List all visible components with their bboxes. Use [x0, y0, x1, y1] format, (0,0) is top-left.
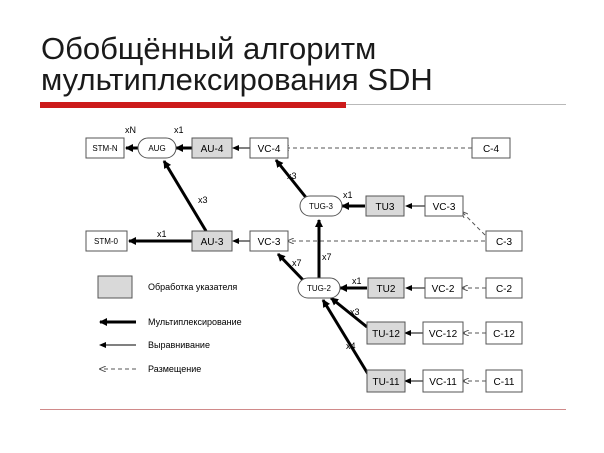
node-vc3-top-label: VC-3 [433, 202, 456, 213]
node-vc3-mid-box [249, 230, 289, 252]
multiplex-arrow-tug2-vc3 [276, 252, 306, 283]
title-accent-bar [40, 102, 346, 108]
node-au4-box [191, 137, 233, 159]
node-c4-label: C-4 [483, 144, 500, 155]
node-vc3-top-box [424, 195, 464, 217]
mult-tu3-tug3: x1 [343, 190, 353, 200]
multiplex-arrow-tu11-tug2 [321, 299, 370, 375]
node-vc11-box [422, 369, 464, 393]
mult-tu12-tug2: x3 [350, 307, 360, 317]
node-tu12-box [366, 321, 406, 345]
node-tug3-box [299, 195, 343, 217]
multiplex-arrow-tu12-tug2 [330, 296, 368, 329]
node-vc4-label: VC-4 [258, 144, 281, 155]
node-stm0-label: STM-0 [94, 237, 119, 246]
node-stm0-box [85, 230, 128, 252]
legend-multiplexing-label: Мультиплексирование [148, 317, 242, 327]
legend: Обработка указателя Мультиплексирование … [97, 275, 242, 374]
multiplier-labels: xN x1 x3 x3 x1 x1 x7 x7 x1 x3 x4 [125, 125, 362, 351]
node-tug3-label: TUG-3 [309, 202, 334, 211]
bottom-rule [40, 409, 566, 410]
nodes: STM-N AUG AU-4 VC-4 C-4 TUG-3 TU3 VC-3 S… [85, 137, 523, 393]
node-au3-box [191, 230, 233, 252]
mapping-arrow-c3-vc3-top [462, 212, 486, 236]
slide-title-line-2: мультиплексирования SDH [41, 62, 433, 97]
legend-alignment-label: Выравнивание [148, 340, 210, 350]
node-c3-box [485, 230, 523, 252]
node-aug-label: AUG [148, 144, 165, 153]
legend-pointer-processing-label: Обработка указателя [148, 282, 237, 292]
node-vc4-box [249, 137, 289, 159]
node-tu3-box [365, 195, 405, 217]
node-tug2-label: TUG-2 [307, 284, 332, 293]
mult-tug2-tug3: x7 [322, 252, 332, 262]
title-thin-rule [346, 104, 566, 105]
node-vc11-label: VC-11 [429, 377, 457, 388]
node-stm-n-label: STM-N [92, 144, 118, 153]
node-vc12-label: VC-12 [429, 329, 458, 340]
mult-tug2-vc3: x7 [292, 258, 302, 268]
node-c3-label: C-3 [496, 237, 513, 248]
node-c2-box [485, 277, 523, 299]
node-tu12-label: TU-12 [372, 329, 400, 340]
legend-mapping-label: Размещение [148, 364, 201, 374]
mult-au4-aug: x1 [174, 125, 184, 135]
node-vc2-box [424, 277, 463, 299]
node-c12-box [485, 321, 523, 345]
node-tu11-box [366, 369, 406, 393]
connectors [125, 144, 486, 384]
multiplex-arrow-au3-aug [162, 160, 208, 232]
node-vc12-box [422, 321, 464, 345]
node-tu3-label: TU3 [376, 202, 395, 213]
node-c12-label: C-12 [493, 329, 515, 340]
node-vc3-mid-label: VC-3 [258, 237, 281, 248]
node-c4-box [471, 137, 511, 159]
node-au3-label: AU-3 [201, 237, 224, 248]
mult-tu11-tug2: x4 [346, 341, 356, 351]
node-tu11-label: TU-11 [372, 377, 399, 388]
node-tug2-box [297, 277, 341, 299]
legend-shaded-swatch [97, 275, 133, 299]
mult-au3-aug: x3 [198, 195, 208, 205]
node-aug-box [137, 137, 177, 159]
node-stm-n-box [85, 137, 125, 159]
mult-au3-stm0: x1 [157, 229, 167, 239]
node-c2-label: C-2 [496, 284, 513, 295]
slide-title-line-1: Обобщённый алгоритм [41, 31, 377, 66]
node-vc2-label: VC-2 [432, 284, 455, 295]
node-c11-box [485, 369, 523, 393]
mult-aug-stmn: xN [125, 125, 136, 135]
multiplex-arrow-tug3-vc4 [274, 159, 310, 201]
node-tu2-box [367, 277, 405, 299]
node-c11-label: C-11 [494, 377, 515, 388]
mult-vc4-tug3: x3 [287, 171, 297, 181]
node-tu2-label: TU2 [377, 284, 396, 295]
mult-tu2-tug2: x1 [352, 276, 362, 286]
node-au4-label: AU-4 [201, 144, 224, 155]
